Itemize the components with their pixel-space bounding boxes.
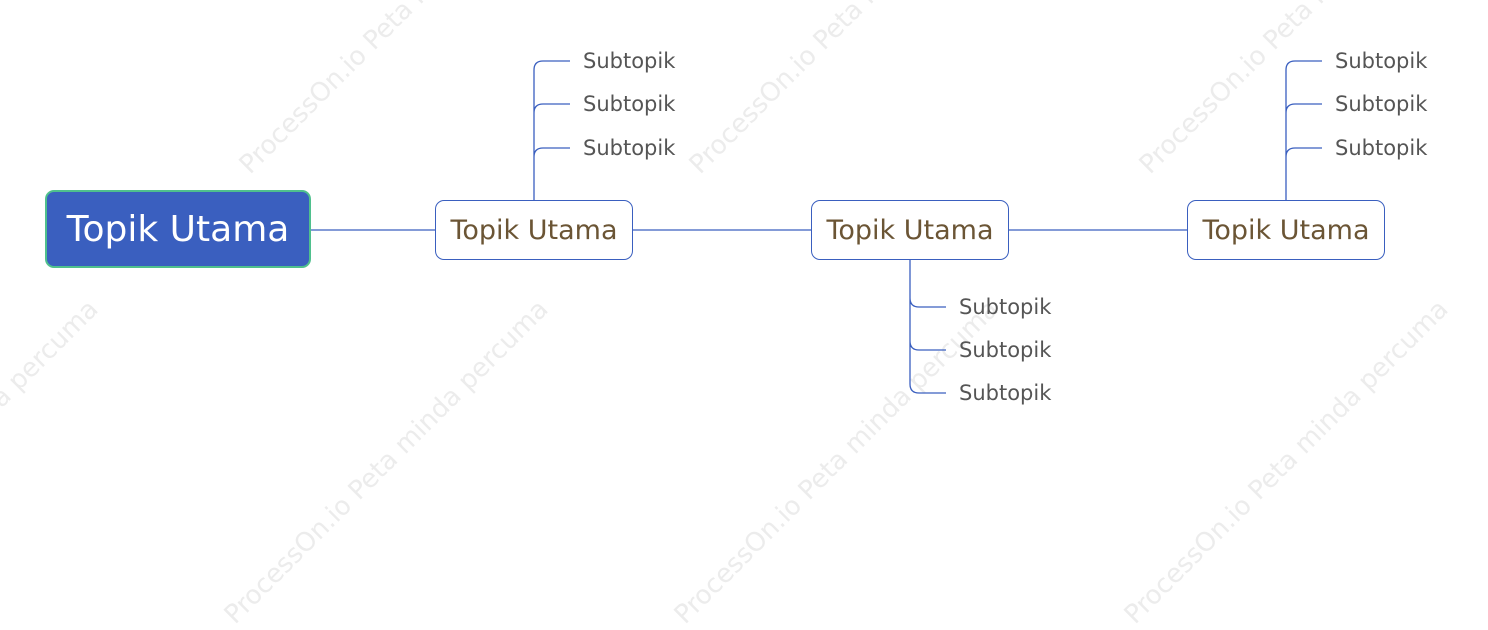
- subtopic-label[interactable]: Subtopik: [959, 381, 1052, 405]
- main-topic-node-3[interactable]: Topik Utama: [1187, 200, 1385, 260]
- subtopic-label[interactable]: Subtopik: [959, 295, 1052, 319]
- subtopic-label[interactable]: Subtopik: [959, 338, 1052, 362]
- mind-map-connectors: [311, 60, 1322, 394]
- branch-topic-2-subtopics: [909, 260, 946, 394]
- main-topic-node-1[interactable]: Topik Utama: [435, 200, 633, 260]
- subtopic-label[interactable]: Subtopik: [583, 136, 676, 160]
- main-topic-node-2[interactable]: Topik Utama: [811, 200, 1009, 260]
- root-topic-node[interactable]: Topik Utama: [45, 190, 311, 268]
- subtopic-label[interactable]: Subtopik: [1335, 92, 1428, 116]
- branch-topic-3-subtopics: [1285, 60, 1322, 200]
- subtopic-label[interactable]: Subtopik: [1335, 49, 1428, 73]
- subtopic-label[interactable]: Subtopik: [583, 92, 676, 116]
- subtopic-label[interactable]: Subtopik: [1335, 136, 1428, 160]
- branch-topic-1-subtopics: [533, 60, 570, 200]
- subtopic-label[interactable]: Subtopik: [583, 49, 676, 73]
